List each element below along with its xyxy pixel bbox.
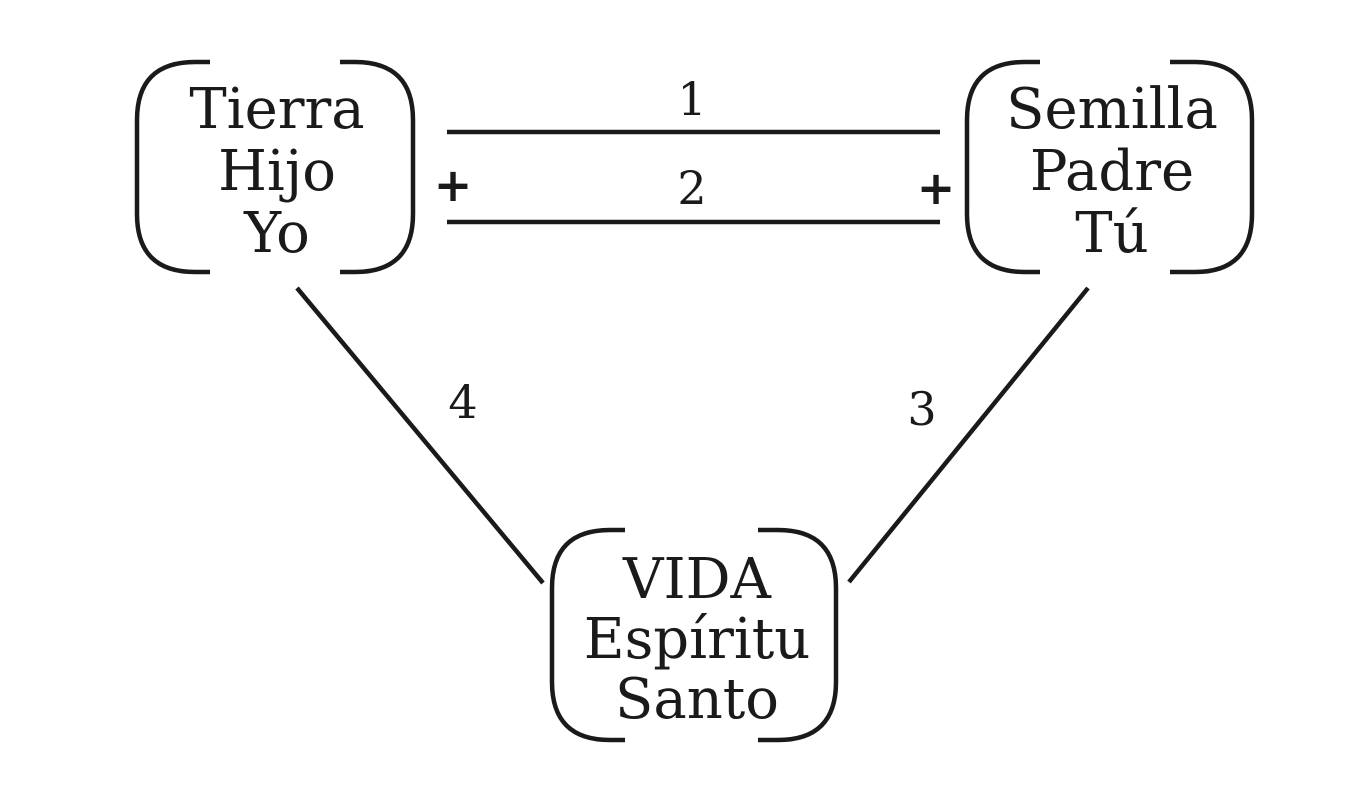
node-line-tu: Tú <box>1075 201 1148 266</box>
edge-label-3: 3 <box>907 382 936 436</box>
edge-right-diagonal: 3 <box>847 286 1090 584</box>
right-node-right-bracket <box>1170 59 1255 275</box>
left-node-right-bracket <box>340 59 416 275</box>
right-node-left-bracket <box>964 59 1040 275</box>
node-line-semilla: Semilla <box>1006 77 1218 142</box>
node-line-hijo: Hijo <box>218 139 336 204</box>
node-line-vida: VIDA <box>622 547 771 612</box>
node-line-santo: Santo <box>615 667 779 732</box>
edge-label-4: 4 <box>448 375 477 429</box>
edge-top-2: 2 <box>447 161 940 225</box>
node-line-yo: Yo <box>243 201 310 266</box>
node-vida-espiritu-santo: VIDA Espíritu Santo <box>549 527 839 743</box>
node-line-espiritu: Espíritu <box>584 607 811 672</box>
edge-label-2: 2 <box>677 161 706 215</box>
bottom-node-left-bracket <box>549 527 625 743</box>
edge-top-1: 1 <box>447 72 940 135</box>
edge-left-diagonal: 4 <box>295 286 545 585</box>
right-plus-sign: + <box>917 161 956 215</box>
node-semilla-padre-tu: Semilla Padre Tú <box>964 59 1255 275</box>
node-line-tierra: Tierra <box>189 77 364 142</box>
left-plus-sign: + <box>434 158 473 212</box>
edge-label-1: 1 <box>677 72 706 126</box>
bottom-node-right-bracket <box>758 527 839 743</box>
edge-line-4 <box>295 286 545 585</box>
node-tierra-hijo-yo: Tierra Hijo Yo <box>134 59 416 275</box>
node-line-padre: Padre <box>1030 139 1194 204</box>
left-node-left-bracket <box>134 59 210 275</box>
edge-line-3 <box>847 286 1090 584</box>
